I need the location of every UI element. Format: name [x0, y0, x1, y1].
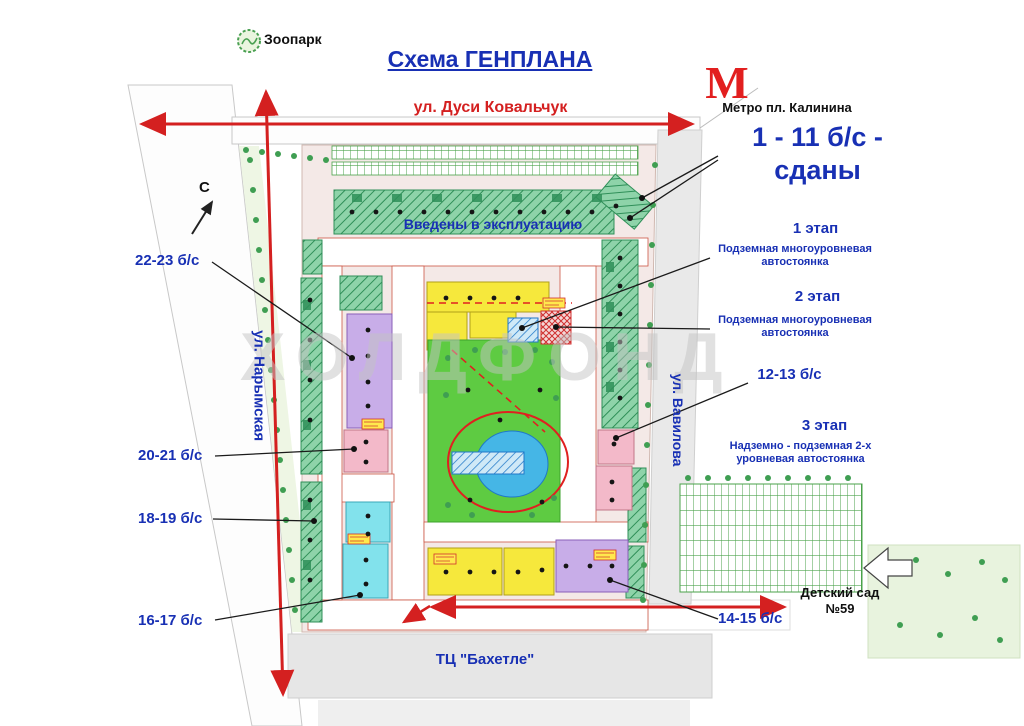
building-22-23 [346, 313, 393, 429]
blocks-18-19-label: 18-19 б/с [138, 510, 203, 527]
left-strip-building-a [302, 239, 323, 275]
kindergarten-number: №59 [825, 601, 855, 616]
sold-tags [347, 297, 617, 565]
parking-stage3 [679, 483, 863, 593]
stage3-label: 3 этап [801, 417, 848, 434]
delivered-line1: 1 - 11 б/с - [752, 122, 883, 152]
top-parking-strip-2 [331, 161, 639, 176]
building-yellow-bottom-2 [503, 547, 555, 596]
zoo-label: Зоопарк [264, 31, 322, 47]
connector-dots [311, 195, 645, 598]
connector-lines [211, 155, 749, 621]
stage1-label: 1 этап [792, 220, 839, 237]
entrance-dots [307, 203, 623, 587]
stage3-desc: Надземно - подземная 2-х уровневая автос… [729, 440, 872, 465]
blocks-14-15-label: 14-15 б/с [718, 610, 783, 627]
metro-label: Метро пл. Калинина [722, 100, 852, 115]
mall-area [287, 633, 713, 699]
blocks-12-13-label: 12-13 б/с [757, 366, 822, 383]
street-left-label: ул. Нарымская [250, 330, 268, 442]
perimeter-buildings [300, 145, 655, 623]
north-label: С [199, 179, 210, 196]
metro-icon: М [705, 57, 749, 108]
stage2-label: 2 этап [794, 288, 841, 305]
north-arrow-icon [191, 200, 214, 235]
mall-area-lower [318, 700, 690, 726]
building-1-11-corner [595, 173, 655, 230]
delivered-line2: сданы [774, 155, 861, 185]
building-16-17 [342, 543, 389, 599]
street-arrows [139, 89, 787, 697]
blocks-20-21-label: 20-21 б/с [138, 447, 203, 464]
blocks-22-23-label: 22-23 б/с [135, 252, 200, 269]
top-parking-strip-1 [331, 145, 639, 160]
inner-green-building [339, 275, 383, 311]
stage1-desc: Подземная многоуровневая автостоянка [718, 243, 872, 268]
right-strip-building-b [625, 545, 645, 599]
in-operation-label: Введены в эксплуатацию [403, 216, 583, 232]
courtyard [427, 339, 569, 523]
kindergarten-arrow-icon [863, 546, 913, 590]
zoo-icon [237, 29, 261, 53]
courtyard-lawn [427, 339, 561, 523]
building-12-13-b [595, 465, 633, 511]
street-right-label: ул. Вавилова [670, 373, 687, 467]
building-20-21 [343, 429, 389, 473]
stage2-desc: Подземная многоуровневая автостоянка [718, 314, 872, 339]
street-top-label: ул. Дуси Ковальчук [413, 99, 568, 116]
parking-ramp [451, 451, 525, 475]
mall-label: ТЦ "Бахетле" [435, 651, 535, 668]
blocks-16-17-label: 16-17 б/с [138, 612, 203, 629]
page-title: Схема ГЕНПЛАНА [387, 46, 593, 72]
kindergarten-label: Детский сад [800, 585, 880, 600]
highlight-circle [447, 411, 569, 513]
building-18-19 [300, 481, 323, 623]
